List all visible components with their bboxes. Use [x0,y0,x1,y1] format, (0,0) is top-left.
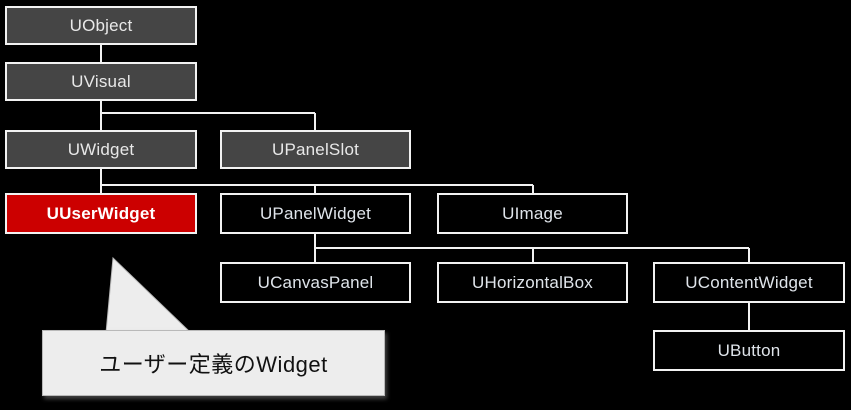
node-uwidget[interactable]: UWidget [5,130,197,169]
node-uobject[interactable]: UObject [5,6,197,45]
node-label: UUserWidget [46,203,156,223]
node-label: UVisual [71,71,131,91]
node-label: UImage [502,203,563,223]
callout-label: ユーザー定義のWidget [99,352,328,377]
node-ucontentwidget[interactable]: UContentWidget [653,262,845,303]
user-defined-widget-callout[interactable]: ユーザー定義のWidget [42,330,385,396]
node-upanelwidget[interactable]: UPanelWidget [220,193,411,234]
node-upanelslot[interactable]: UPanelSlot [220,130,411,169]
node-label: UHorizontalBox [472,272,593,292]
node-uuserwidget[interactable]: UUserWidget [5,193,197,234]
node-label: UCanvasPanel [257,272,374,292]
node-label: UWidget [67,139,135,159]
node-ubutton[interactable]: UButton [653,330,845,371]
node-uimage[interactable]: UImage [437,193,628,234]
node-uvisual[interactable]: UVisual [5,62,197,101]
node-ucanvaspanel[interactable]: UCanvasPanel [220,262,411,303]
node-uhorizontalbox[interactable]: UHorizontalBox [437,262,628,303]
node-label: UButton [717,340,781,360]
node-label: UPanelWidget [259,203,372,223]
node-label: UObject [69,15,133,35]
node-label: UContentWidget [685,272,813,292]
node-label: UPanelSlot [271,139,360,159]
